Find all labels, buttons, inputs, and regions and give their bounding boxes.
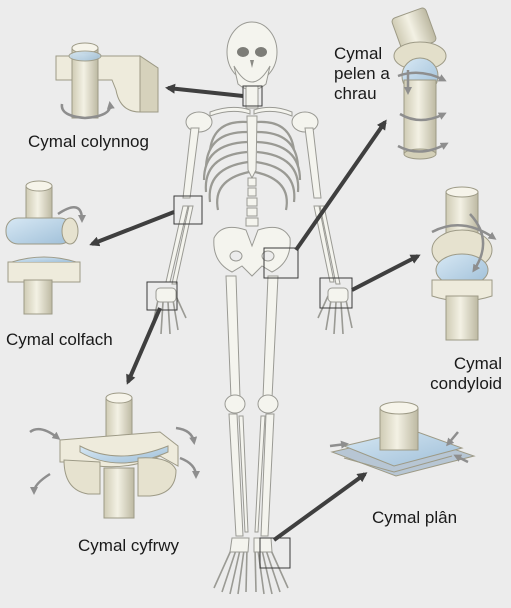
highlight-box-elbow: [173, 195, 203, 225]
ribcage: [202, 120, 302, 211]
humerus-right: [304, 127, 322, 199]
arrow-ball-socket: [294, 119, 387, 252]
arrow-condyloid: [351, 254, 421, 292]
skeleton: [151, 21, 353, 595]
saddle-joint-model: [29, 392, 200, 519]
highlight-box-hip: [263, 247, 299, 279]
arrow-pivot: [165, 83, 244, 98]
arrow-saddle: [126, 307, 162, 385]
hand-left: [151, 295, 187, 335]
label-saddle-joint: Cymal cyfrwy: [78, 536, 180, 555]
pelvis: [213, 226, 291, 277]
label-plane-joint: Cymal plân: [372, 508, 458, 527]
cervical-spine: [245, 85, 259, 109]
skull: [226, 21, 278, 83]
femur-right: [262, 275, 279, 399]
foot-left: [213, 547, 248, 595]
ball-socket-joint-model: [391, 7, 449, 160]
label-ball-socket-joint: Cymal pelen a chrau: [334, 44, 390, 103]
plane-joint-model: [329, 401, 476, 477]
foot-right: [254, 547, 289, 595]
humerus-left: [182, 127, 200, 199]
femur-left: [225, 275, 241, 399]
highlight-box-wrist: [146, 281, 178, 311]
arrow-hinge: [89, 210, 175, 247]
highlight-box-carpals: [319, 277, 353, 309]
spine: [245, 177, 259, 227]
arrow-plane: [272, 472, 368, 542]
label-pivot-joint: Cymal colynnog: [28, 132, 149, 151]
condyloid-joint-model: [431, 186, 497, 341]
hand-right: [317, 295, 353, 335]
pivot-joint-model: [55, 42, 159, 120]
sternum: [246, 115, 258, 180]
label-hinge-joint: Cymal colfach: [6, 330, 113, 349]
hinge-joint-model: [5, 180, 86, 315]
label-condyloid-joint: Cymal condyloid: [430, 354, 502, 393]
